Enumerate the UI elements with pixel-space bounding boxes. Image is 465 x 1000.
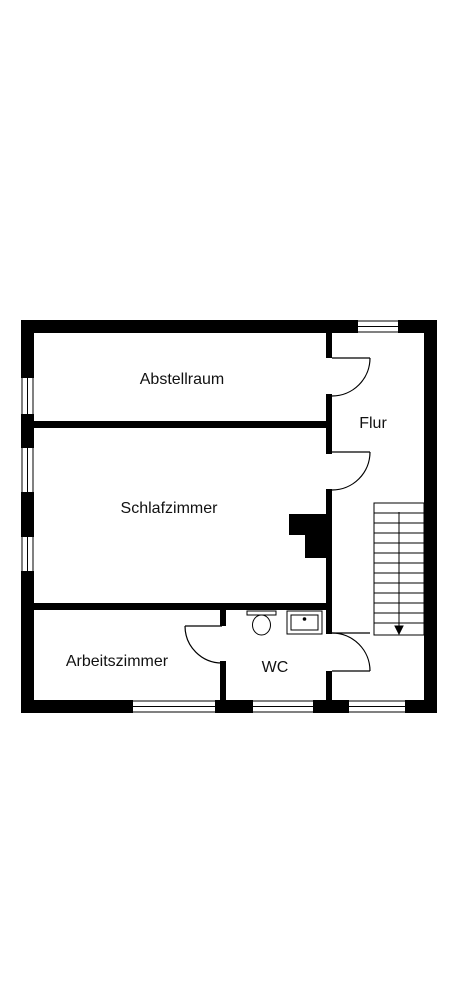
windows (21, 320, 405, 713)
window-left-abstellraum (21, 378, 34, 414)
window-bottom-arbeitszimmer (133, 700, 215, 713)
staircase (373, 502, 425, 636)
room-labels: Abstellraum Flur Schlafzimmer Arbeitszim… (66, 371, 388, 676)
window-left-schlafzimmer-1 (21, 448, 34, 492)
door-abstellraum (331, 357, 371, 397)
interior-walls (34, 333, 332, 700)
room-label-abstellraum: Abstellraum (140, 371, 224, 388)
window-top-flur (358, 320, 398, 333)
room-label-arbeitszimmer: Arbeitszimmer (66, 653, 169, 670)
room-label-wc: WC (262, 659, 289, 676)
room-label-flur: Flur (359, 415, 387, 432)
outer-walls (21, 320, 437, 713)
sink-icon (286, 610, 323, 635)
toilet-icon (246, 610, 277, 636)
doors (184, 357, 371, 672)
window-bottom-wc (253, 700, 313, 713)
window-bottom-flur (349, 700, 405, 713)
window-left-schlafzimmer-2 (21, 537, 34, 571)
door-schlafzimmer (331, 451, 371, 491)
stair-arrow-icon (394, 625, 404, 636)
door-arbeitszimmer (184, 625, 223, 664)
fixtures (246, 610, 323, 636)
door-wc (331, 632, 371, 672)
room-label-schlafzimmer: Schlafzimmer (121, 500, 219, 517)
